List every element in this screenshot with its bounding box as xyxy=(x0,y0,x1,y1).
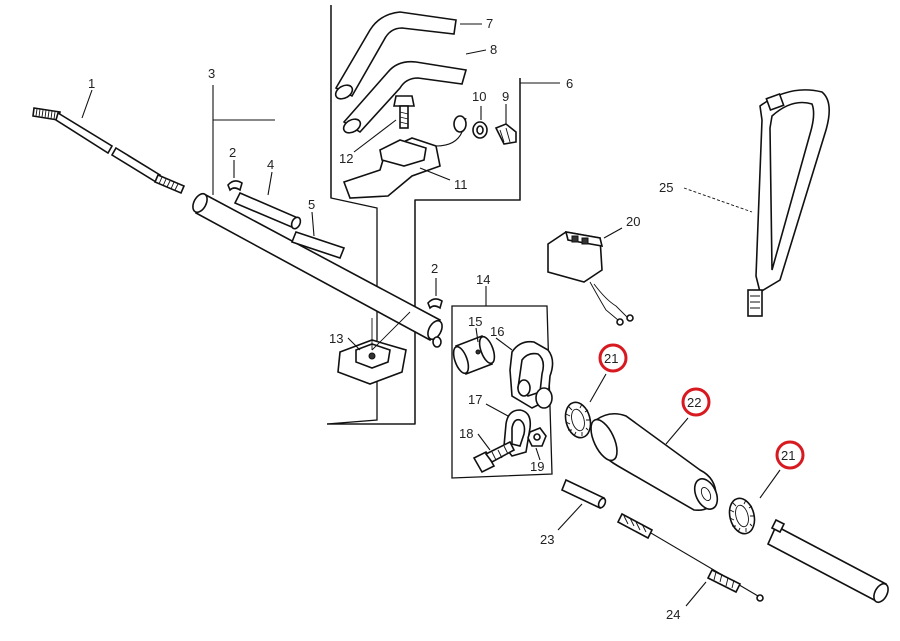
label-20: 20 xyxy=(626,214,640,229)
label-2a: 2 xyxy=(229,145,236,160)
label-19: 19 xyxy=(530,459,544,474)
label-22: 22 xyxy=(687,395,701,410)
leader-18 xyxy=(477,433,491,451)
leader-16 xyxy=(495,337,513,351)
washer-10 xyxy=(472,121,488,139)
label-5: 5 xyxy=(308,197,315,212)
label-21a: 21 xyxy=(604,351,618,366)
sleeve-15 xyxy=(452,334,496,376)
leader-20 xyxy=(603,227,623,239)
handle-frame-11 xyxy=(342,117,467,199)
pin-23 xyxy=(560,478,607,510)
label-17: 17 xyxy=(468,392,482,407)
right-tube xyxy=(766,518,889,604)
label-13: 13 xyxy=(329,331,343,346)
label-23: 23 xyxy=(540,532,554,547)
label-12: 12 xyxy=(339,151,353,166)
sleeve-4 xyxy=(233,191,302,230)
ring-2b xyxy=(427,298,443,310)
handle-grip-8 xyxy=(342,60,468,134)
leader-17 xyxy=(485,403,509,417)
label-24: 24 xyxy=(666,607,680,622)
callout-ring-21a xyxy=(598,343,628,373)
leader-8 xyxy=(465,49,487,55)
label-14: 14 xyxy=(476,272,490,287)
strap-25 xyxy=(747,89,830,317)
clamp-16 xyxy=(509,340,554,409)
label-3: 3 xyxy=(208,66,215,81)
screw-9 xyxy=(494,123,517,145)
ring-2a xyxy=(227,180,243,192)
leader-22 xyxy=(665,417,689,445)
outer-tube xyxy=(192,192,443,348)
label-4: 4 xyxy=(267,157,274,172)
label-1: 1 xyxy=(88,76,95,91)
drive-shaft xyxy=(32,107,186,195)
callout-ring-22 xyxy=(681,387,711,417)
grip-22 xyxy=(590,412,719,512)
switch-20 xyxy=(547,230,634,326)
bracket-13 xyxy=(337,311,411,385)
leader-4 xyxy=(267,171,273,196)
leader-23 xyxy=(557,503,583,531)
leader-1 xyxy=(81,89,93,119)
spring-ring-21a xyxy=(564,401,592,439)
nut-10 xyxy=(453,115,467,133)
label-6: 6 xyxy=(566,76,573,91)
cable-24 xyxy=(616,512,764,602)
label-10: 10 xyxy=(472,89,486,104)
leader-12 xyxy=(353,119,397,153)
handle-grip-7 xyxy=(334,11,457,100)
spring-ring-21b xyxy=(728,497,756,535)
leader-5 xyxy=(311,211,315,237)
label-9: 9 xyxy=(502,89,509,104)
leader-21a xyxy=(589,373,607,403)
label-21b: 21 xyxy=(781,448,795,463)
leader-25 xyxy=(683,187,753,213)
leader-21b xyxy=(759,469,781,499)
label-5 xyxy=(290,231,346,259)
clamp-assembly-box xyxy=(451,305,553,479)
leader-11 xyxy=(419,167,451,181)
label-15: 15 xyxy=(468,314,482,329)
label-16: 16 xyxy=(490,324,504,339)
nut-19 xyxy=(527,427,547,447)
label-11: 11 xyxy=(454,177,468,192)
label-2b: 2 xyxy=(431,261,438,276)
leader-24 xyxy=(685,581,707,607)
label-18: 18 xyxy=(459,426,473,441)
leader-15 xyxy=(475,327,479,343)
bolt-18 xyxy=(472,440,516,474)
bolt-12 xyxy=(393,95,415,129)
label-8: 8 xyxy=(490,42,497,57)
leader-13 xyxy=(347,337,361,351)
leader-19 xyxy=(535,447,541,461)
callout-ring-21b xyxy=(775,440,805,470)
label-7: 7 xyxy=(486,16,493,31)
label-25: 25 xyxy=(659,180,673,195)
